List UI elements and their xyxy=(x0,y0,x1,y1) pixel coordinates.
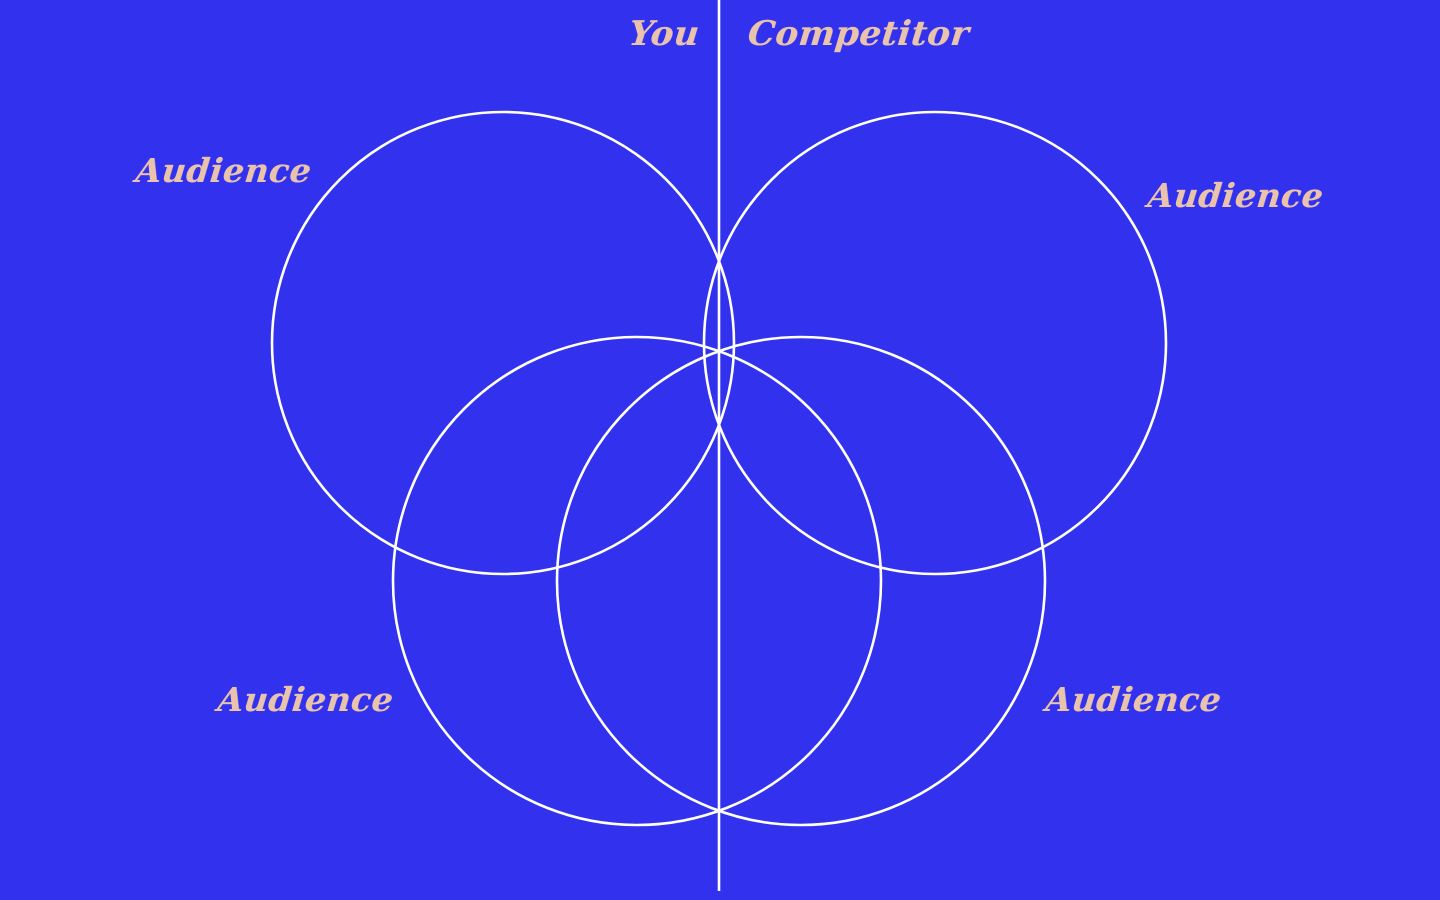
label-audience-bottom-left: Audience xyxy=(215,680,396,719)
circle-audience-top-left[interactable] xyxy=(272,112,734,574)
label-audience-top-left: Audience xyxy=(133,151,314,190)
header-label-you: You xyxy=(626,14,702,54)
circle-audience-top-right[interactable] xyxy=(704,112,1166,574)
circle-audience-bottom-right[interactable] xyxy=(557,337,1045,825)
label-audience-top-right: Audience xyxy=(1145,176,1326,215)
label-audience-bottom-right: Audience xyxy=(1043,680,1224,719)
circle-audience-bottom-left[interactable] xyxy=(393,337,881,825)
header-label-competitor: Competitor xyxy=(745,14,972,54)
